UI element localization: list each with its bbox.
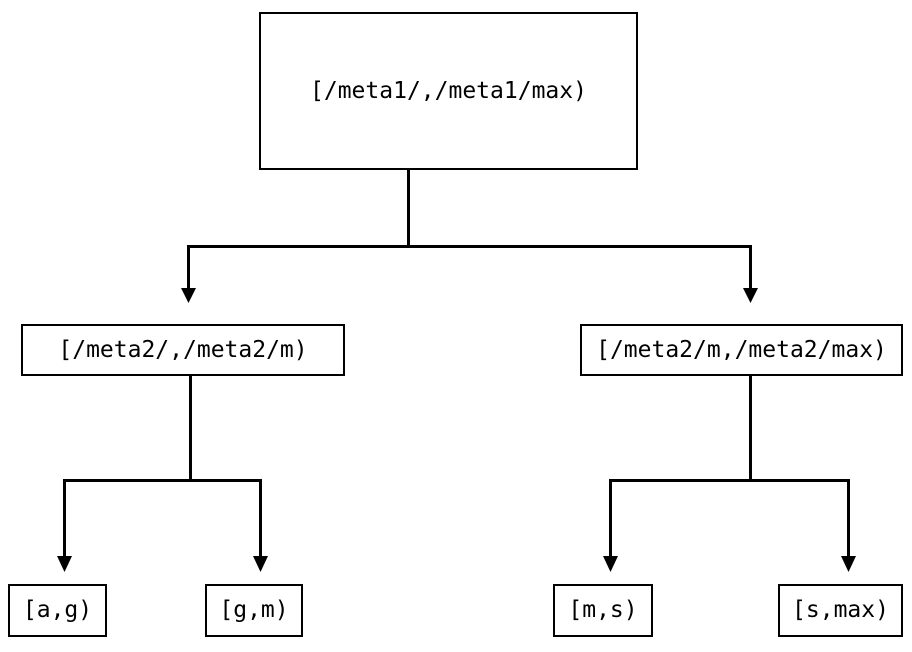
edge-mid-left-to-leaf-2 (190, 479, 268, 572)
tree-node-mid-right[interactable]: [/meta2/m,/meta2/max) (580, 324, 903, 376)
tree-node-root-label: [/meta1/,/meta1/max) (310, 77, 587, 104)
tree-node-mid-left[interactable]: [/meta2/,/meta2/m) (21, 324, 345, 376)
tree-node-leaf-1[interactable]: [a,g) (8, 584, 107, 637)
arrowhead-icon (603, 556, 618, 572)
tree-node-root[interactable]: [/meta1/,/meta1/max) (259, 12, 638, 170)
tree-node-leaf-4-label: [s,max) (792, 597, 889, 623)
tree-node-mid-right-label: [/meta2/m,/meta2/max) (596, 336, 887, 363)
tree-node-mid-left-label: [/meta2/,/meta2/m) (58, 336, 308, 363)
tree-node-leaf-4[interactable]: [s,max) (778, 584, 903, 637)
edge-mid-left-to-leaf-1 (57, 376, 192, 572)
edge-mid-right-to-leaf-4 (750, 479, 856, 572)
arrowhead-icon (181, 288, 196, 303)
tree-node-leaf-3[interactable]: [m,s) (553, 584, 653, 637)
edge-mid-right-to-leaf-3 (603, 376, 752, 572)
tree-node-leaf-2-label: [g,m) (219, 597, 289, 623)
edge-root-to-mid-right (408, 245, 758, 303)
arrowhead-icon (253, 556, 268, 572)
edge-root-to-mid-left (181, 170, 410, 303)
tree-node-leaf-2[interactable]: [g,m) (205, 584, 303, 637)
arrowhead-icon (57, 556, 72, 572)
tree-node-leaf-3-label: [m,s) (568, 597, 638, 623)
tree-node-leaf-1-label: [a,g) (22, 597, 93, 623)
arrowhead-icon (743, 288, 758, 303)
arrowhead-icon (841, 556, 856, 572)
